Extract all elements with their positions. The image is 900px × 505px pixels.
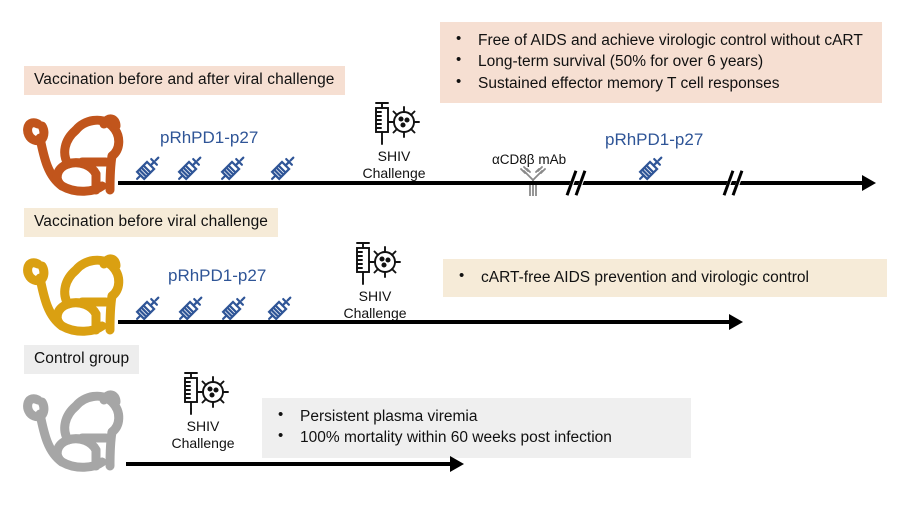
challenge-label-line2: Challenge [343,304,407,321]
group-label-row2: Vaccination before viral challenge [24,208,279,237]
outcome-box-row2: cART-free AIDS prevention and virologic … [443,259,887,298]
challenge-label-line2: Challenge [362,164,426,181]
vaccine-syringe-icon [262,292,296,326]
syringe-virus-icon [366,100,422,153]
syringe-virus-icon [347,240,403,293]
vaccine-label-row2: pRhPD1-p27 [168,266,267,285]
monkey-icon [18,378,136,479]
vaccine-label-row1: pRhPD1-p27 [160,128,259,147]
group-label-row1: Vaccination before and after viral chall… [24,66,345,95]
challenge-label-line1: SHIV [186,418,220,434]
outcome-item: cART-free AIDS prevention and virologic … [453,266,873,288]
timeline-row1 [118,181,870,185]
monkey-icon [18,102,136,203]
mab-label-row1: αCD8β mAb [492,152,567,167]
vaccine-syringe-icon [216,292,250,326]
challenge-label-row2: SHIV Challenge [343,288,407,321]
outcome-box-row1: Free of AIDS and achieve virologic contr… [440,22,882,104]
vaccine-syringe-icon [633,152,667,186]
timeline-arrowhead-row1 [862,175,876,191]
timeline-arrowhead-row2 [729,314,743,330]
vaccine-syringe-icon [215,152,249,186]
group-label-row3: Control group [24,345,140,374]
outcome-box-row3: Persistent plasma viremia 100% mortality… [262,398,691,458]
timeline-row3 [126,462,456,466]
timeline-break-icon [722,170,748,196]
monkey-icon [18,242,136,343]
challenge-label-line1: SHIV [377,148,411,164]
vaccine-syringe-icon [173,292,207,326]
timeline-arrowhead-row3 [450,456,464,472]
timeline-row2 [118,320,735,324]
vaccine-label-post-row1: pRhPD1-p27 [605,130,704,149]
outcome-item: Persistent plasma viremia [272,405,677,427]
outcome-item: Free of AIDS and achieve virologic contr… [450,29,868,51]
vaccine-syringe-icon [265,152,299,186]
outcome-item: Sustained effector memory T cell respons… [450,72,868,94]
challenge-label-row3: SHIV Challenge [171,418,235,451]
outcome-item: 100% mortality within 60 weeks post infe… [272,426,677,448]
challenge-label-row1: SHIV Challenge [362,148,426,181]
vaccine-syringe-icon [172,152,206,186]
challenge-label-line2: Challenge [171,434,235,451]
vaccine-syringe-icon [130,292,164,326]
vaccine-syringe-icon [130,152,164,186]
timeline-break-icon [565,170,591,196]
outcome-item: Long-term survival (50% for over 6 years… [450,50,868,72]
challenge-label-line1: SHIV [358,288,392,304]
syringe-virus-icon [175,370,231,423]
